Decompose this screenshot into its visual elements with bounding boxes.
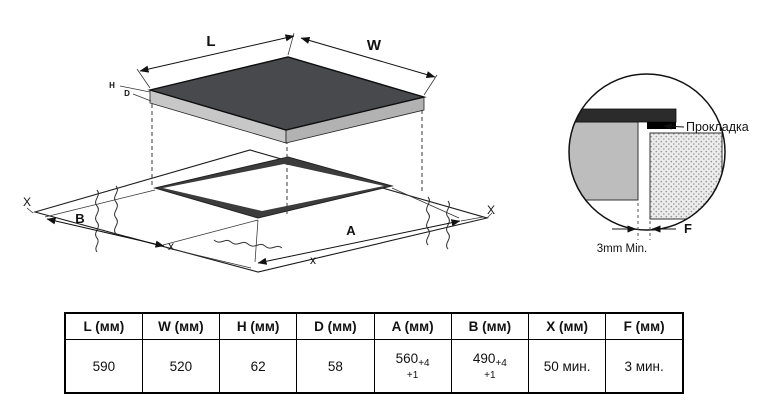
a-tolerance-upper: +4 — [418, 358, 430, 369]
installation-diagram: L W H D B A X X x x — [23, 32, 749, 273]
ext-line — [254, 219, 259, 263]
dim-line-b — [46, 217, 165, 248]
glass-edge-section — [569, 108, 677, 123]
cutout-inner — [163, 164, 384, 211]
table-cell-b-value: 490+4 +1 — [450, 339, 530, 394]
dimensions-table: L (мм) W (мм) H (мм) D (мм) A (мм) B (мм… — [64, 312, 684, 394]
dim-label-d: D — [124, 89, 130, 98]
ext-line — [44, 189, 156, 218]
dim-label-a: A — [346, 223, 356, 238]
table-header-d: D (мм) — [296, 312, 375, 340]
table-cell-h-value: 62 — [218, 339, 298, 394]
gasket — [647, 122, 676, 129]
b-base-value: 490 — [472, 351, 496, 366]
a-tolerance-lower: +1 — [406, 370, 419, 381]
clearance-label-x-lower-center: x — [310, 253, 316, 267]
cabinet-panel — [649, 132, 723, 220]
dim-line-w — [300, 36, 436, 79]
clearance-label-x-lower-left: x — [168, 239, 174, 253]
dim-line-a — [257, 219, 461, 265]
main-isometric-view: L W H D B A X X x x — [23, 32, 495, 273]
dim-label-h: H — [109, 81, 115, 90]
dim-label-w: W — [367, 37, 382, 54]
table-cell-d-value: 58 — [296, 339, 375, 394]
min-gap-label: 3mm Min. — [597, 243, 647, 255]
ext-line — [26, 207, 34, 214]
dimensions-table-header: L (мм) W (мм) H (мм) D (мм) A (мм) B (мм… — [64, 312, 684, 340]
a-base-value: 560 — [395, 351, 419, 366]
dim-label-f: F — [684, 221, 692, 236]
ext-line — [136, 68, 151, 89]
gap-guide-lines — [637, 203, 651, 240]
detail-circle-outline — [568, 73, 726, 231]
countertop-cross-section — [569, 121, 639, 201]
table-header-h: H (мм) — [218, 312, 298, 340]
table-cell-f-value: 3 мин. — [605, 339, 684, 394]
ext-line — [119, 85, 151, 93]
ext-line — [132, 93, 152, 102]
table-cell-a-value: 560+4 +1 — [373, 339, 452, 394]
ext-line — [423, 74, 438, 96]
clearance-label-x-right: X — [487, 203, 495, 217]
gasket-label: Прокладка — [686, 120, 749, 134]
table-header-row: L (мм) W (мм) H (мм) D (мм) A (мм) B (мм… — [64, 312, 684, 340]
table-value-row: 590 520 62 58 560+4 +1 490+4 +1 50 мин. … — [64, 339, 684, 394]
dim-label-b: B — [75, 211, 84, 226]
dimensions-table-body: 590 520 62 58 560+4 +1 490+4 +1 50 мин. … — [64, 339, 684, 394]
cutout-opening — [153, 156, 394, 219]
table-cell-x-value: 50 мин. — [527, 339, 607, 394]
dim-line-l — [139, 34, 295, 73]
table-header-f: F (мм) — [605, 312, 684, 340]
ext-line — [162, 219, 259, 246]
b-tolerance-lower: +1 — [484, 370, 496, 381]
ext-line — [391, 187, 460, 219]
gasket-leader-line — [663, 123, 685, 130]
table-header-l: L (мм) — [64, 312, 143, 340]
table-header-w: W (мм) — [141, 312, 221, 340]
dim-label-l: L — [206, 33, 215, 50]
table-header-x: X (мм) — [527, 312, 607, 340]
table-cell-w-value: 520 — [141, 339, 221, 394]
detail-section — [569, 108, 723, 220]
table-header-a: A (мм) — [373, 312, 452, 340]
table-header-b: B (мм) — [450, 312, 530, 340]
ext-line — [486, 212, 493, 219]
ext-line — [460, 216, 484, 222]
b-tolerance-upper: +4 — [495, 358, 507, 369]
table-cell-l-value: 590 — [64, 339, 143, 394]
detail-view: Прокладка 3mm Min. F — [568, 73, 749, 255]
clearance-label-x-left: X — [23, 195, 31, 209]
ext-line — [166, 247, 252, 269]
dimension-lines — [46, 34, 461, 265]
